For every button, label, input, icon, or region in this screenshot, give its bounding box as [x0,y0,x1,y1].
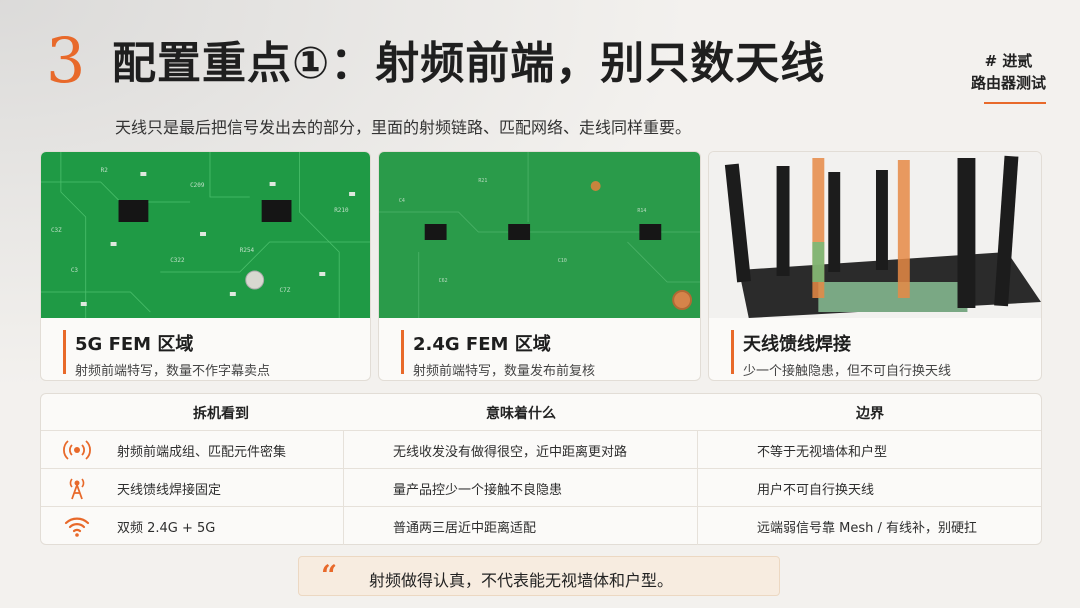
router-antenna-photo [709,152,1041,318]
table-row: 双频 2.4G + 5G 普通两三居近中距离适配 远端弱信号靠 Mesh / 有… [41,506,1041,544]
column-divider [697,430,698,545]
card-title: 5G FEM 区域 [75,334,194,355]
radio-waves-icon [63,440,91,460]
svg-text:C3: C3 [71,267,79,274]
svg-text:R210: R210 [334,207,349,214]
svg-text:C7Z: C7Z [280,287,291,294]
table-cell: 远端弱信号靠 Mesh / 有线补，别硬扛 [757,521,978,536]
quote-mark-icon: “ [321,559,338,592]
svg-text:R254: R254 [240,247,255,254]
svg-text:C209: C209 [190,182,205,189]
table-row: 射频前端成组、匹配元件密集 无线收发没有做得很空，近中距离更对路 不等于无视墙体… [41,430,1041,468]
series-tag-line1: # 进贰 [984,52,1033,70]
tag-underline [984,102,1046,104]
comparison-table: 拆机看到 意味着什么 边界 射频前端成组、匹配元件密集 无线收发没有做得很空，近… [40,393,1042,545]
table-cell: 无线收发没有做得很空，近中距离更对路 [393,445,628,460]
card-caption: 2.4G FEM 区域 射频前端特写，数量发布前复核 [379,322,700,380]
card-caption: 5G FEM 区域 射频前端特写，数量不作字幕卖点 [41,322,370,380]
svg-text:C322: C322 [170,257,185,264]
table-header-cell: 意味着什么 [486,406,556,422]
card-title: 天线馈线焊接 [743,334,851,355]
table-cell: 用户不可自行换天线 [757,483,875,498]
page-title: 配置重点①：射频前端，别只数天线 [112,38,826,89]
table-header-cell: 边界 [856,406,884,422]
table-cell: 量产品控少一个接触不良隐患 [393,483,563,498]
table-cell: 不等于无视墙体和户型 [757,445,888,460]
table-header: 拆机看到 意味着什么 边界 [41,394,1041,430]
card-subtitle: 少一个接触隐患，但不可自行换天线 [743,364,952,379]
column-divider [343,430,344,545]
card-subtitle: 射频前端特写，数量不作字幕卖点 [75,364,271,379]
card-title: 2.4G FEM 区域 [413,334,551,355]
table-cell: 射频前端成组、匹配元件密集 [117,445,287,460]
page-subtitle: 天线只是最后把信号发出去的部分，里面的射频链路、匹配网络、走线同样重要。 [115,118,692,137]
table-row: 天线馈线焊接固定 量产品控少一个接触不良隐患 用户不可自行换天线 [41,468,1041,506]
series-tag: # 进贰 路由器测试 [971,50,1046,94]
svg-text:C4: C4 [399,198,405,204]
series-tag-line2: 路由器测试 [970,74,1046,92]
wifi-icon [64,517,90,537]
card-antenna-solder: 天线馈线焊接 少一个接触隐患，但不可自行换天线 [708,151,1042,381]
card-caption: 天线馈线焊接 少一个接触隐患，但不可自行换天线 [709,322,1041,380]
section-number: 3 [46,24,86,97]
svg-text:R2: R2 [101,167,109,174]
svg-text:C62: C62 [439,278,448,284]
table-cell: 普通两三居近中距离适配 [393,521,537,536]
quote-box: “ 射频做得认真，不代表能无视墙体和户型。 [298,556,780,596]
table-cell: 天线馈线焊接固定 [117,483,222,498]
table-cell: 双频 2.4G + 5G [117,521,216,536]
antenna-tower-icon [69,478,85,500]
svg-text:R21: R21 [478,178,487,184]
card-subtitle: 射频前端特写，数量发布前复核 [413,364,596,379]
svg-text:C3Z: C3Z [51,227,62,234]
quote-text: 射频做得认真，不代表能无视墙体和户型。 [369,571,674,590]
table-header-cell: 拆机看到 [193,406,249,422]
svg-text:C10: C10 [558,258,567,264]
svg-text:R14: R14 [637,208,646,214]
